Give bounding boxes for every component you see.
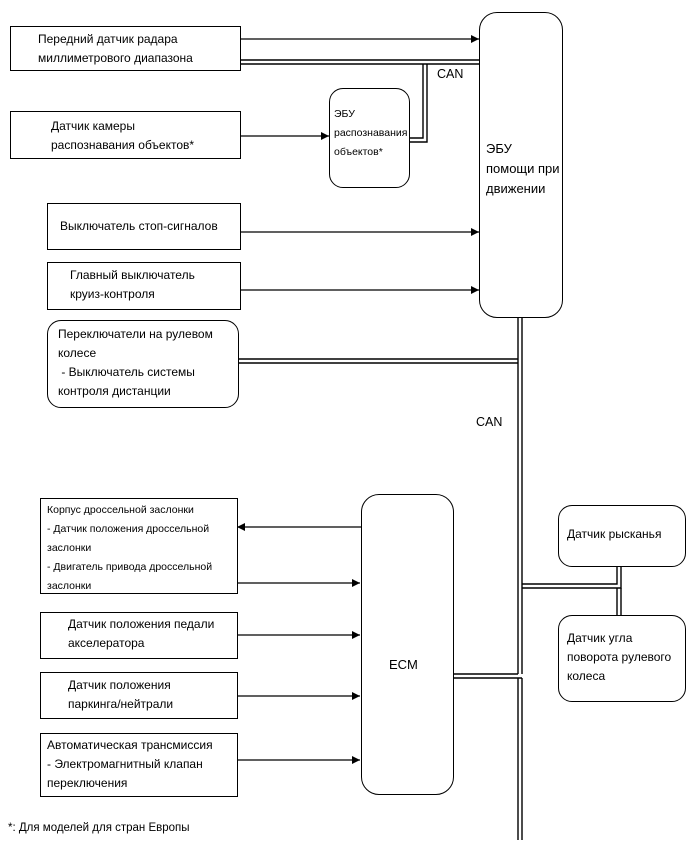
throttle-line-5: заслонки (47, 580, 92, 592)
yaw-label: Датчик рысканья (567, 527, 662, 541)
front-radar-line-2: миллиметрового диапазона (38, 51, 193, 65)
angle-line-3: колеса (567, 669, 606, 683)
can-bus-sensors (522, 566, 622, 589)
node-object-ecu: ЭБУ распознавания объектов* (329, 88, 410, 188)
accel-line-1: Датчик положения педали (68, 617, 215, 631)
front-radar-line-1: Передний датчик радара (38, 32, 178, 46)
park-line-2: паркинга/нейтрали (68, 697, 174, 711)
node-cruise-main-switch: Главный выключатель круиз-контроля (47, 262, 241, 310)
node-park-neutral-sensor: Датчик положения паркинга/нейтрали (40, 672, 238, 719)
trans-line-2: - Электромагнитный клапан (47, 757, 203, 771)
dsecu-line-2: помощи при (486, 161, 560, 176)
angle-line-1: Датчик угла (567, 631, 633, 645)
objecu-line-1: ЭБУ (334, 108, 355, 120)
throttle-line-4: - Двигатель привода дроссельной (47, 561, 213, 573)
cruise-line-2: круиз-контроля (70, 287, 155, 301)
node-accel-pedal-sensor: Датчик положения педали акселератора (40, 612, 238, 659)
dsecu-line-3: движении (486, 181, 546, 196)
can-label-top: CAN (437, 67, 464, 81)
node-camera-sensor: Датчик камеры распознавания объектов* (10, 111, 241, 159)
throttle-line-1: Корпус дроссельной заслонки (47, 504, 194, 516)
ecm-label: ECM (389, 657, 418, 672)
steering-line-2: колесе (58, 346, 97, 360)
angle-line-2: поворота рулевого (567, 650, 672, 664)
can-bus-ecm (453, 673, 522, 679)
stop-switch-label: Выключатель стоп-сигналов (60, 219, 218, 233)
node-steering-angle-sensor: Датчик угла поворота рулевого колеса (558, 615, 686, 702)
park-line-1: Датчик положения (68, 678, 171, 692)
steering-line-4: контроля дистанции (58, 384, 171, 398)
footnote: *: Для моделей для стран Европы (8, 822, 190, 834)
can-bus-objecu (409, 64, 428, 143)
can-bus-yaw-angle (616, 588, 622, 616)
accel-line-2: акселератора (68, 636, 145, 650)
can-bus-trunk (517, 318, 523, 674)
can-label-mid: CAN (476, 415, 503, 429)
node-throttle-body: Корпус дроссельной заслонки - Датчик пол… (40, 498, 238, 594)
trans-line-3: переключения (47, 776, 128, 790)
objecu-line-3: объектов* (334, 146, 383, 158)
objecu-line-2: распознавания (334, 127, 408, 139)
node-front-radar: Передний датчик радара миллиметрового ди… (10, 26, 241, 71)
node-ecm: ECM (361, 494, 454, 795)
camera-line-1: Датчик камеры (51, 119, 135, 133)
node-auto-transmission: Автоматическая трансмиссия - Электромагн… (40, 733, 238, 797)
node-driving-support-ecu: ЭБУ помощи при движении (479, 12, 563, 318)
throttle-line-2: - Датчик положения дроссельной (47, 523, 210, 535)
can-bus-radar (240, 59, 479, 65)
node-steering-switches: Переключатели на рулевом колесе - Выключ… (47, 320, 239, 408)
can-bus-steering (238, 358, 518, 364)
dsecu-line-1: ЭБУ (486, 141, 512, 156)
steering-line-1: Переключатели на рулевом (58, 327, 213, 341)
cruise-line-1: Главный выключатель (70, 268, 195, 282)
can-bus-tail (517, 678, 523, 840)
node-yaw-sensor: Датчик рысканья (558, 505, 686, 567)
camera-line-2: распознавания объектов* (51, 138, 195, 152)
steering-line-3: - Выключатель системы (58, 365, 195, 379)
throttle-line-3: заслонки (47, 542, 92, 554)
node-stop-light-switch: Выключатель стоп-сигналов (47, 203, 241, 250)
trans-line-1: Автоматическая трансмиссия (47, 738, 213, 752)
